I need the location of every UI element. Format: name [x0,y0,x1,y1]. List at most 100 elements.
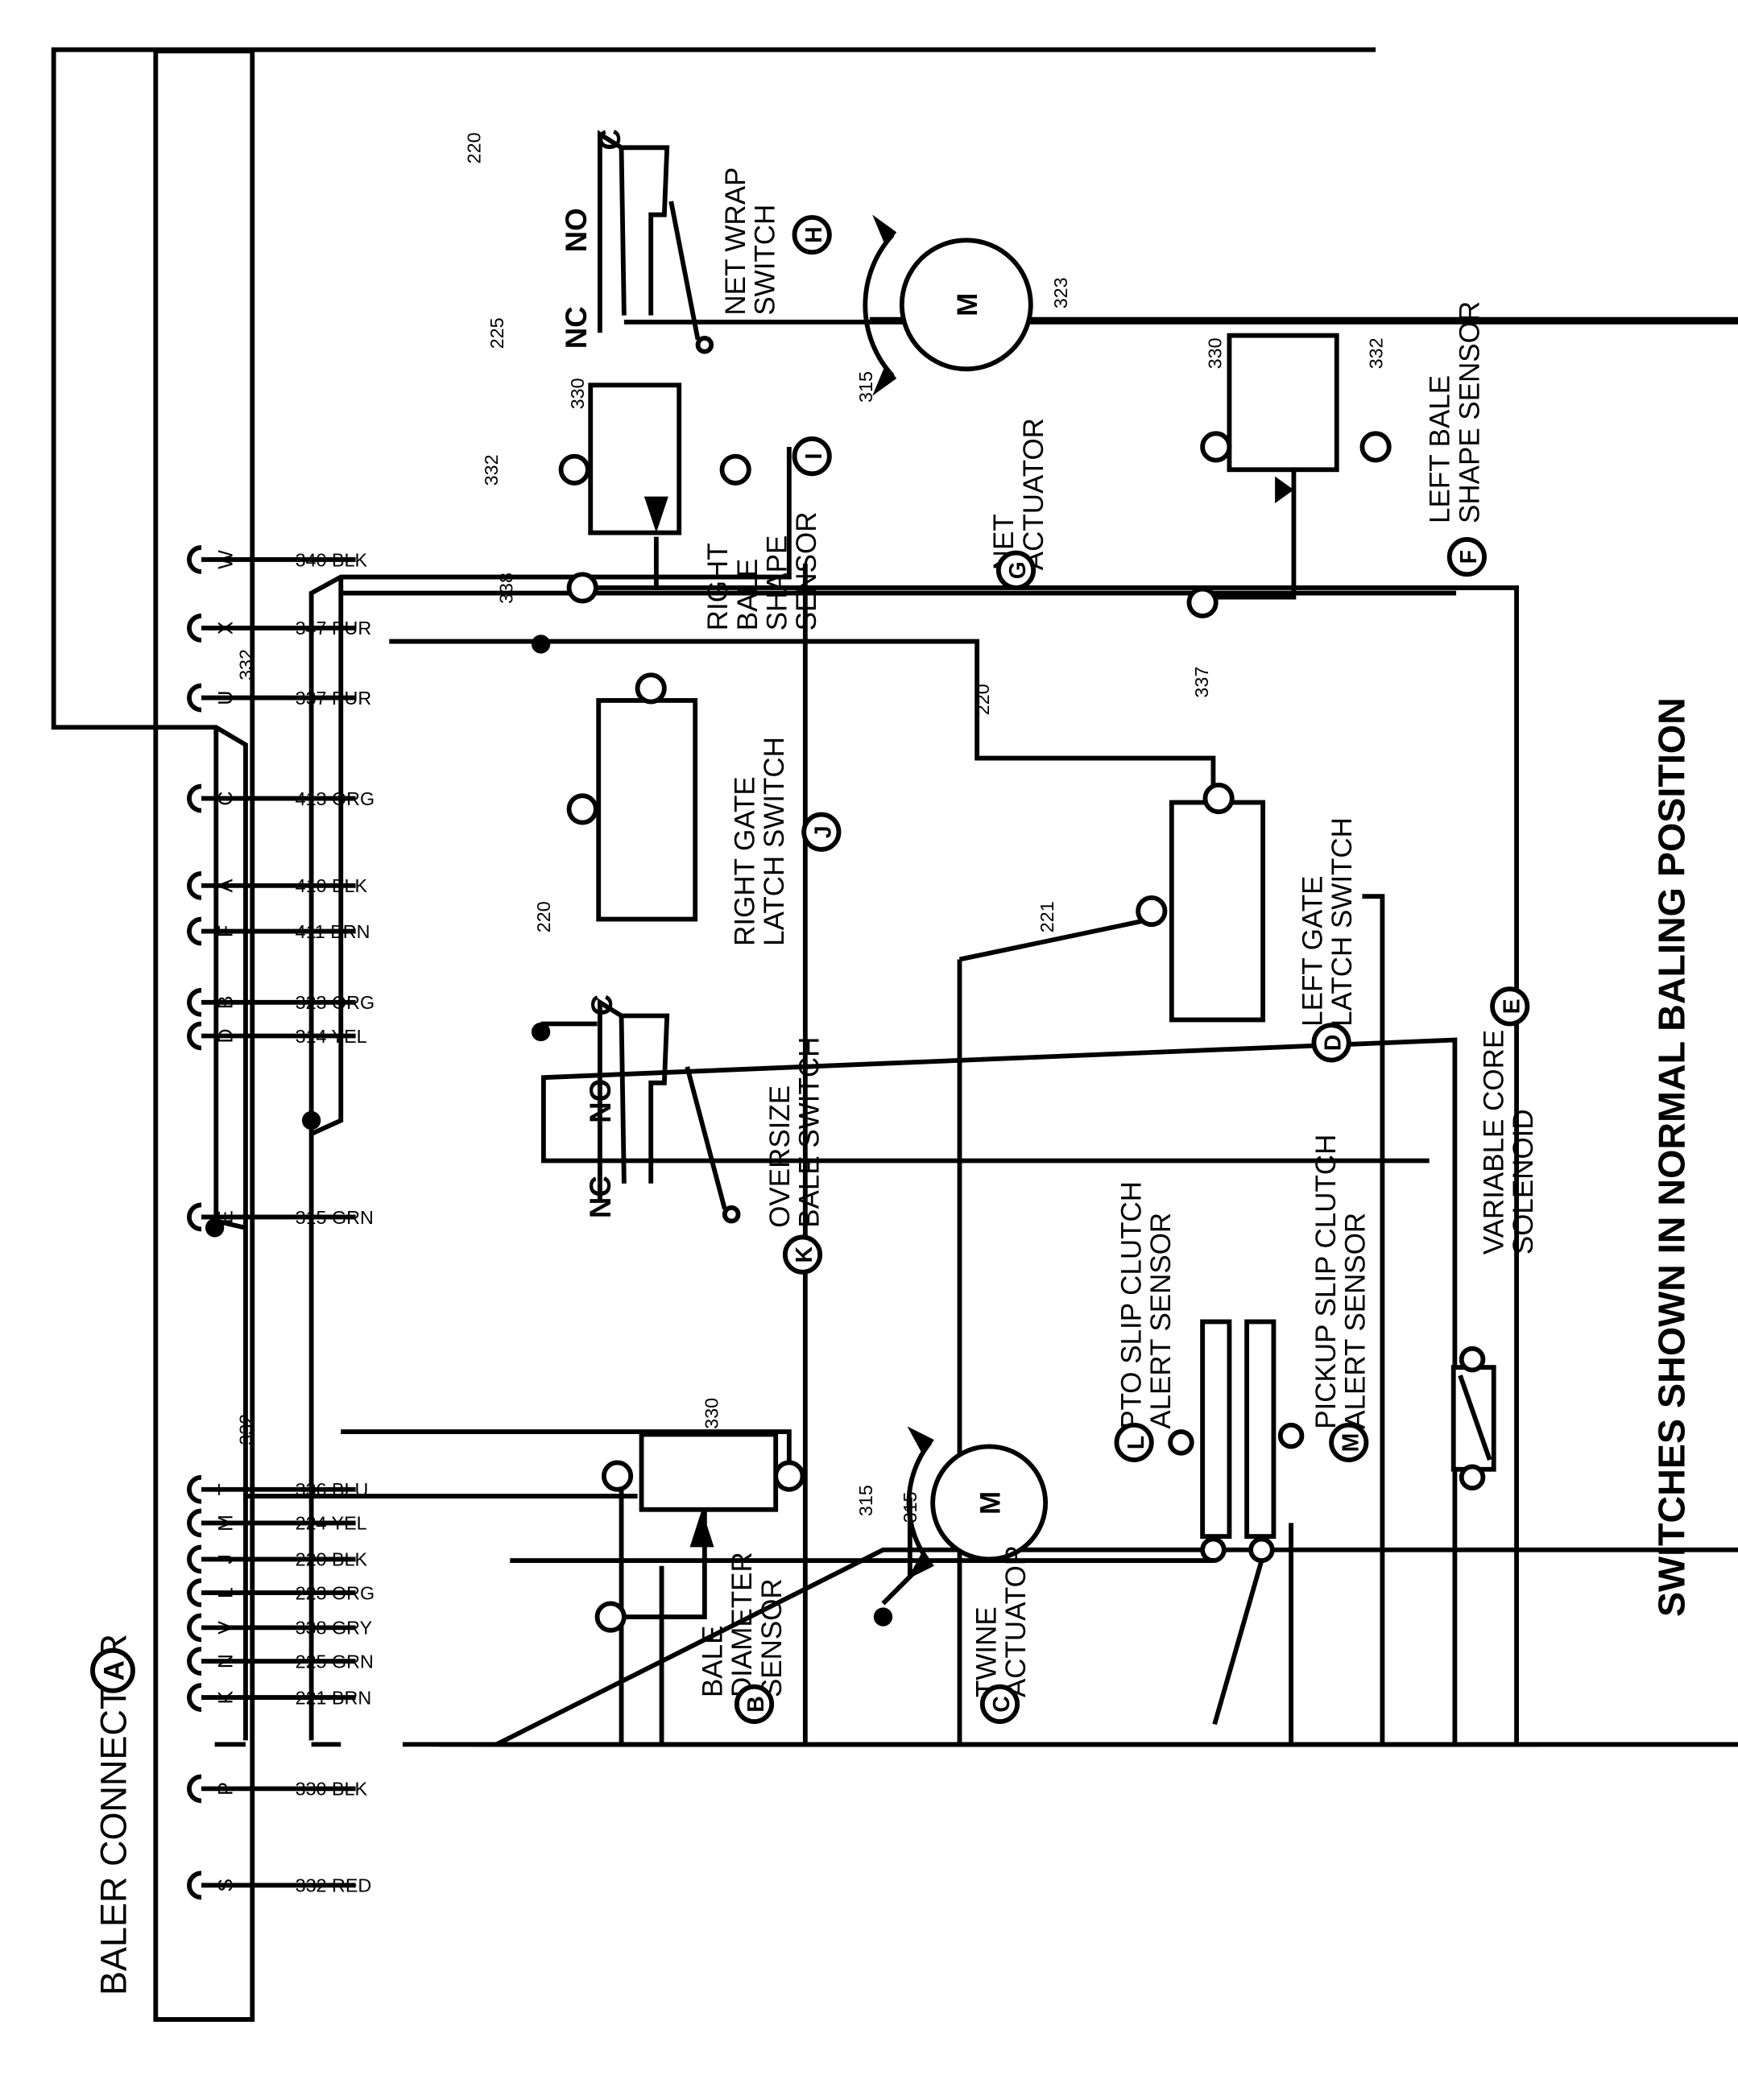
variable-core-solenoid-line-1: VARIABLE CORE [1478,1030,1509,1255]
wire-label-330: 330 [1204,337,1225,369]
right-bale-shape-sensor-line-2: BALE [732,559,763,630]
left-gate-latch-switch-line-2: LATCH SWITCH [1326,817,1358,1027]
connector-pin-socket [187,614,202,643]
baler-connector-label: BALER CONNECTOR [93,1634,134,1995]
svg-text:C: C [989,1696,1015,1712]
svg-text:D: D [1321,1035,1347,1051]
wire-label-221: 221 [1037,901,1057,932]
svg-text:E: E [1499,998,1525,1014]
left-bale-shape-sensor-line-1: LEFT BALE [1425,375,1456,523]
net-wrap-switch-no: NO [560,208,593,252]
wire-label-225: 225 [486,317,507,349]
svg-text:M: M [1338,1433,1364,1453]
wire-harness [51,47,1738,1747]
connector-pin-socket [187,1508,202,1538]
connector-pin-socket [187,545,202,574]
left-bale-shape-sensor: LEFT BALE SHAPE SENSOR F [1186,301,1487,618]
left-bale-shape-sensor-line-2: SHAPE SENSOR [1454,301,1485,523]
oversize-bale-switch-nc: NC [584,1176,617,1218]
wire-label-220: 220 [972,684,993,715]
connector-pin-socket [187,783,202,813]
svg-text:B: B [743,1696,769,1712]
wire-label-323: 323 [1050,277,1071,308]
svg-text:F: F [1456,550,1482,564]
connector-wire-label: 224 YEL [296,1513,367,1534]
connector-pin-socket [187,1871,202,1900]
right-gate-latch-switch: RIGHT GATE LATCH SWITCH J [566,672,842,946]
connector-wire-label: 221 BRN [296,1687,372,1708]
connector-wire-label: 340 BLK [296,549,368,570]
connector-pin-socket [187,1613,202,1643]
bale-diameter-sensor-line-2: DIAMETER [726,1552,758,1697]
connector-pin-socket [187,916,202,946]
net-motor-symbol: M [952,293,983,316]
net-actuator-line-2: ACTUATOR [1018,418,1049,570]
connector-wire-label: 223 ORG [296,1582,374,1603]
junction-dot [205,1218,225,1238]
variable-core-solenoid: VARIABLE CORE SOLENOID E [1450,986,1539,1490]
connector-wire-label: 411 BRN [296,921,370,942]
connector-pin-socket [187,1774,202,1804]
pickup-slip-clutch-line-1: PICKUP SLIP CLUTCH [1310,1135,1342,1429]
wire-label-338: 338 [496,573,517,604]
junction-dot [531,635,551,654]
connector-wire-label: 410 BLK [296,875,368,896]
bale-diameter-sensor-line-3: SENSOR [756,1578,788,1697]
svg-text:K: K [792,1246,817,1263]
connector-wire-label: 225 GRN [296,1651,374,1672]
connector-wire-label: 323 ORG [296,992,374,1013]
diagram-title: SWITCHES SHOWN IN NORMAL BALING POSITION [1650,697,1692,1617]
variable-core-solenoid-line-2: SOLENOID [1508,1109,1539,1255]
net-wrap-switch-line-1: NET WRAP [720,167,751,316]
wire-label-332: 332 [481,454,502,486]
connector-id-letter: A [98,1660,130,1680]
connector-id-badge [90,1647,135,1693]
connector-pin-socket [187,1683,202,1712]
connector-wire-label: 220 BLK [296,1549,368,1570]
twine-actuator-line-2: ACTUATOR [1000,1545,1032,1697]
wire-label-315: 315 [900,1492,921,1523]
slip-clutch-sensors: PTO SLIP CLUTCH ALERT SENSOR L PICKUP SL… [510,1135,1372,1726]
connector-wire-label: 314 YEL [296,1026,367,1047]
bale-diameter-sensor: BALE DIAMETER SENSOR B [594,1432,805,1724]
wire-label-330: 330 [567,378,588,409]
pickup-slip-clutch-line-2: ALERT SENSOR [1340,1213,1372,1429]
wire-label-315: 315 [855,1485,876,1516]
right-bale-shape-sensor-line-3: SHAPE [762,535,793,631]
net-actuator: M NET ACTUATOR G [863,214,1049,590]
left-gate-latch-switch: LEFT GATE LATCH SWITCH D [1136,782,1358,1063]
oversize-bale-switch-c: C [586,994,619,1015]
junction-dot [873,1607,893,1627]
bale-diameter-sensor-line-1: BALE [697,1626,729,1697]
junction-dot [531,1022,551,1042]
connector-pin-socket [187,1544,202,1574]
connector-pin-socket [187,987,202,1017]
oversize-bale-switch: C NO NC OVERSIZE BALE SWITCH K [584,994,826,1275]
wire-label-220: 220 [464,132,485,163]
twine-motor-symbol: M [975,1491,1006,1515]
connector-pin-socket [187,1202,202,1232]
svg-text:J: J [811,825,837,838]
net-wrap-switch-c: C [594,129,627,150]
pto-slip-clutch-line-2: ALERT SENSOR [1145,1213,1177,1429]
svg-text:H: H [801,226,827,242]
wire-label-332: 332 [235,1414,256,1445]
connector-pin-socket [187,1647,202,1676]
svg-text:I: I [801,453,827,460]
oversize-bale-switch-line-2: BALE SWITCH [794,1037,826,1228]
wire-label-337: 337 [1191,667,1212,698]
left-gate-latch-switch-line-1: LEFT GATE [1297,876,1328,1027]
right-gate-latch-switch-line-2: LATCH SWITCH [759,737,790,946]
connector-wire-label: 330 BLK [296,1779,368,1800]
net-wrap-switch-line-2: SWITCH [750,205,781,316]
connector-pin-socket [187,1474,202,1504]
connector-wire-label: 332 RED [296,1875,372,1896]
wire-label-332: 332 [1365,337,1386,369]
right-bale-shape-sensor: RIGHT BALE SHAPE SENSOR I [558,382,832,631]
wire-label-315: 315 [855,371,876,403]
svg-text:L: L [1123,1436,1149,1449]
connector-wire-label: 338 GRY [296,1618,373,1639]
wire-label-332: 332 [235,649,256,680]
pto-slip-clutch-line-1: PTO SLIP CLUTCH [1115,1181,1147,1429]
